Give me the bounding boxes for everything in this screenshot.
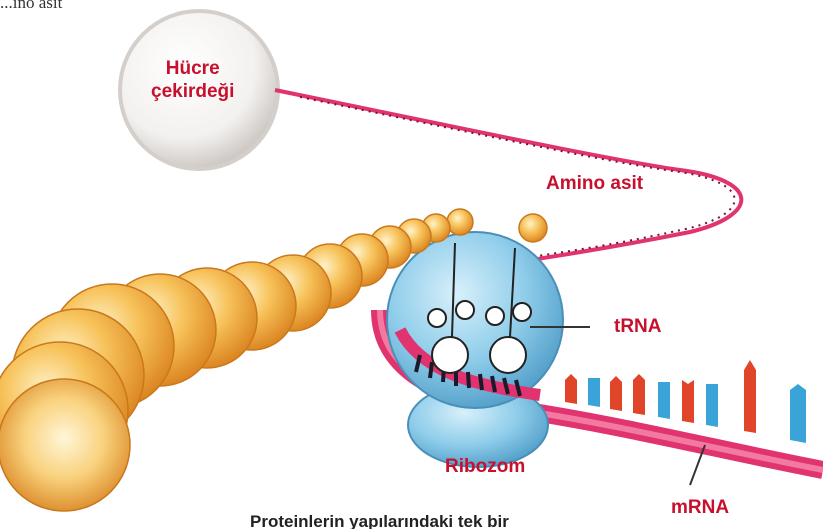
label-amino-acid: Amino asit <box>546 173 643 196</box>
label-cell-nucleus: Hücre çekirdeği <box>151 58 234 104</box>
label-trna: tRNA <box>614 316 662 339</box>
mrna-strand-upper <box>275 90 741 260</box>
label-ribosome: Ribozom <box>445 456 525 479</box>
label-cell-nucleus-line1: Hücre <box>151 58 234 81</box>
label-cell-nucleus-line2: çekirdeği <box>151 81 234 104</box>
top-text-fragment: ...ino asit <box>0 0 62 13</box>
caption-text: Proteinlerin yapılarındaki tek bir <box>250 512 509 529</box>
label-mrna: mRNA <box>671 497 729 520</box>
